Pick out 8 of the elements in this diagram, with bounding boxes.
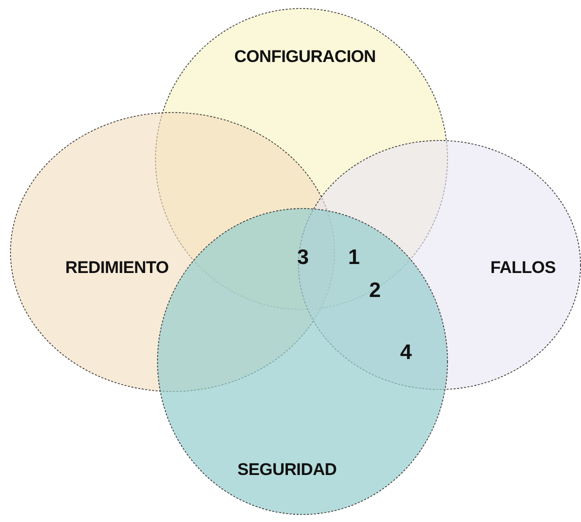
region-number: 1 <box>348 246 360 270</box>
region-number: 3 <box>297 246 309 270</box>
region-number: 2 <box>369 279 381 303</box>
set-label: REDIMIENTO <box>65 258 169 278</box>
set-label: SEGURIDAD <box>237 460 337 480</box>
set-label: FALLOS <box>490 258 556 278</box>
region-number: 4 <box>400 341 412 365</box>
set-label: CONFIGURACION <box>234 47 376 67</box>
